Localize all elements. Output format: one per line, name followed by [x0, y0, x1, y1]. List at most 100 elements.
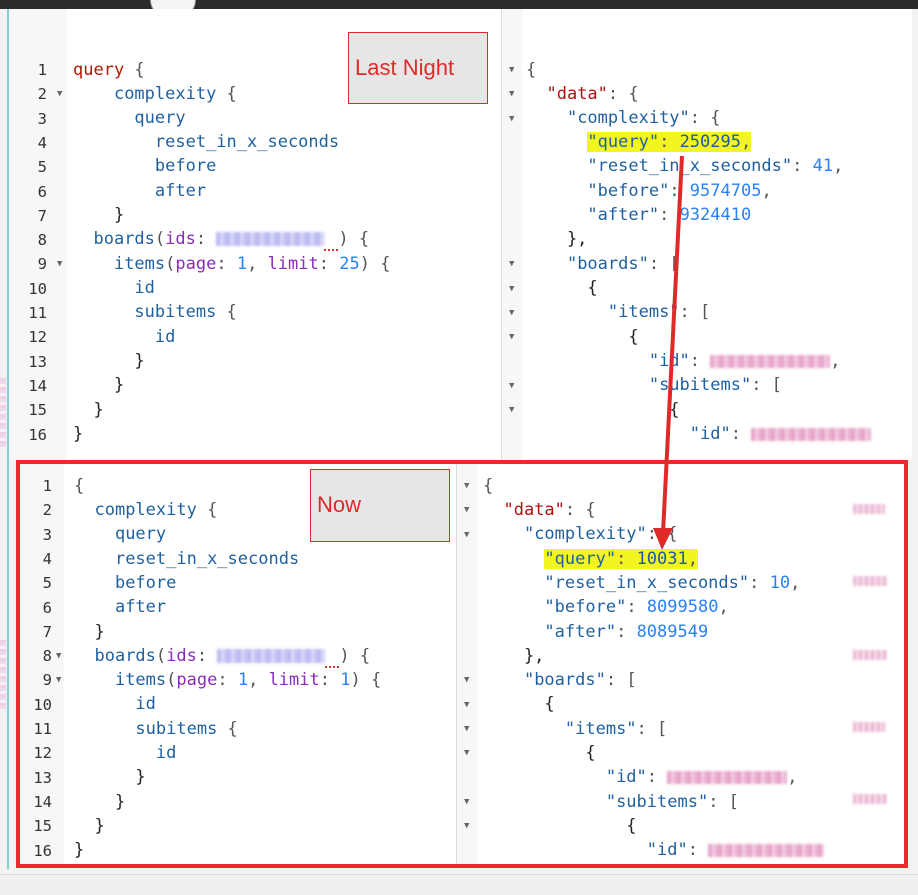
fold-arrow-icon[interactable]: ▼: [464, 796, 470, 807]
subitems-key: "subitems": [648, 375, 752, 395]
fold-arrow-icon[interactable]: ▼: [464, 529, 470, 540]
code-line: }: [73, 424, 84, 444]
line-number: 12: [33, 744, 52, 763]
json-line: "data": {: [546, 84, 639, 104]
code-line: query {: [73, 60, 145, 80]
fold-arrow-icon[interactable]: ▼: [509, 380, 515, 391]
pane-divider[interactable]: [501, 9, 502, 460]
bottom-result-viewer[interactable]: ▼▼▼▼▼▼▼▼▼ { "data": { "complexity": { "q…: [457, 464, 904, 864]
json-line: "reset_in_x_seconds": 10,: [544, 573, 801, 593]
fold-arrow-icon[interactable]: ▼: [464, 748, 470, 759]
fold-arrow-icon[interactable]: ▼: [464, 821, 470, 832]
line-number: 1: [42, 477, 52, 495]
line-number: 14: [33, 792, 52, 811]
fold-arrow-icon[interactable]: ▼: [464, 675, 470, 686]
after-field: after: [154, 181, 207, 201]
fold-arrow-icon[interactable]: ▼: [509, 89, 515, 100]
json-line: "data": {: [503, 500, 596, 520]
code-line: }: [74, 622, 105, 642]
before-field: before: [154, 156, 217, 176]
after-key: "after": [587, 205, 660, 225]
top-query-gutter: [9, 9, 67, 460]
ids-argument: ids: [165, 229, 196, 249]
code-line: subitems {: [134, 302, 237, 322]
last-night-callout: Last Night: [348, 32, 488, 104]
line-number: 15: [33, 817, 52, 836]
code-line: }: [73, 400, 104, 420]
json-line: {: [483, 743, 596, 763]
data-key: "data": [546, 84, 608, 104]
fold-arrow-icon[interactable]: ▼: [57, 89, 63, 100]
items-key: "items": [607, 302, 680, 322]
subitems-field: subitems: [135, 719, 218, 739]
limit-value: 1: [340, 670, 351, 690]
json-line: "after": 9324410: [587, 205, 752, 225]
json-line: {: [483, 694, 555, 714]
id-field: id: [154, 327, 176, 347]
id-key: "id": [646, 840, 688, 860]
code-line: complexity {: [113, 84, 237, 104]
json-line: "query": 250295,: [526, 130, 752, 154]
fold-arrow-icon[interactable]: ▼: [464, 699, 470, 710]
boards-key: "boards": [566, 254, 649, 274]
line-number: 12: [28, 328, 47, 347]
json-line: "before": 9574705,: [587, 181, 772, 201]
bottom-query-gutter: [20, 464, 64, 864]
code-line: after: [73, 179, 206, 203]
items-field: items: [114, 670, 167, 690]
code-line: after: [74, 595, 166, 619]
reset-field: reset_in_x_seconds: [114, 549, 300, 569]
fold-arrow-icon[interactable]: ▼: [464, 505, 470, 516]
complexity-key: "complexity": [523, 524, 647, 544]
json-line: "subitems": [: [605, 792, 739, 812]
boards-field: boards: [93, 229, 155, 249]
line-number: 13: [33, 768, 52, 787]
status-bar: [0, 874, 918, 895]
page-argument: page: [176, 670, 218, 690]
page-argument: page: [175, 254, 217, 274]
top-result-viewer[interactable]: ▼ ▼ ▼ ▼ ▼ ▼ ▼ ▼ ▼ { "data": { "complexity": { "q…: [502, 9, 912, 460]
fold-arrow-icon[interactable]: ▼: [509, 332, 515, 343]
code-line: id: [73, 276, 154, 300]
code-line: before: [74, 571, 176, 595]
fold-arrow-icon[interactable]: ▼: [509, 259, 515, 270]
fold-arrow-icon[interactable]: ▼: [509, 65, 515, 75]
fold-arrow-icon[interactable]: ▼: [509, 308, 515, 318]
fold-arrow-icon[interactable]: ▼: [509, 405, 515, 416]
redacted-side-text: [853, 722, 885, 732]
fold-arrow-icon[interactable]: ▼: [509, 283, 515, 294]
fold-arrow-icon[interactable]: ▼: [464, 481, 470, 491]
boards-key: "boards": [523, 670, 606, 690]
items-field: items: [113, 254, 166, 274]
line-number: 1: [37, 61, 47, 79]
code-line: reset_in_x_seconds: [74, 547, 299, 571]
before-value: 9574705: [689, 181, 762, 201]
fold-arrow-icon[interactable]: ▼: [57, 259, 63, 270]
complexity-key: "complexity": [566, 108, 690, 128]
json-line: {: [526, 400, 680, 420]
line-number: 2: [42, 501, 52, 520]
line-number: 9: [37, 255, 47, 274]
redacted-subitem-id: [751, 427, 872, 441]
after-value: 8089549: [636, 622, 709, 642]
redacted-side-text: [853, 794, 887, 804]
line-number: 15: [28, 401, 47, 420]
json-line: "id": ,: [648, 351, 841, 371]
code-line: id: [73, 325, 175, 349]
now-section-outline: [16, 460, 908, 868]
json-line: "id":: [483, 838, 825, 862]
complexity-field: complexity: [113, 84, 217, 104]
fold-arrow-icon[interactable]: ▼: [464, 724, 470, 734]
pane-divider[interactable]: [456, 464, 457, 864]
fold-arrow-icon[interactable]: ▼: [56, 651, 62, 662]
fold-arrow-icon[interactable]: ▼: [56, 675, 62, 686]
code-line: query: [73, 106, 185, 130]
fold-arrow-icon[interactable]: ▼: [509, 113, 515, 124]
limit-argument: limit: [267, 254, 319, 274]
json-line: "complexity": {: [566, 108, 721, 128]
code-line: query: [74, 522, 166, 546]
redacted-subitem-id: [708, 843, 825, 857]
now-callout: Now: [310, 469, 450, 542]
json-line: {: [526, 278, 598, 298]
data-key: "data": [503, 500, 565, 520]
